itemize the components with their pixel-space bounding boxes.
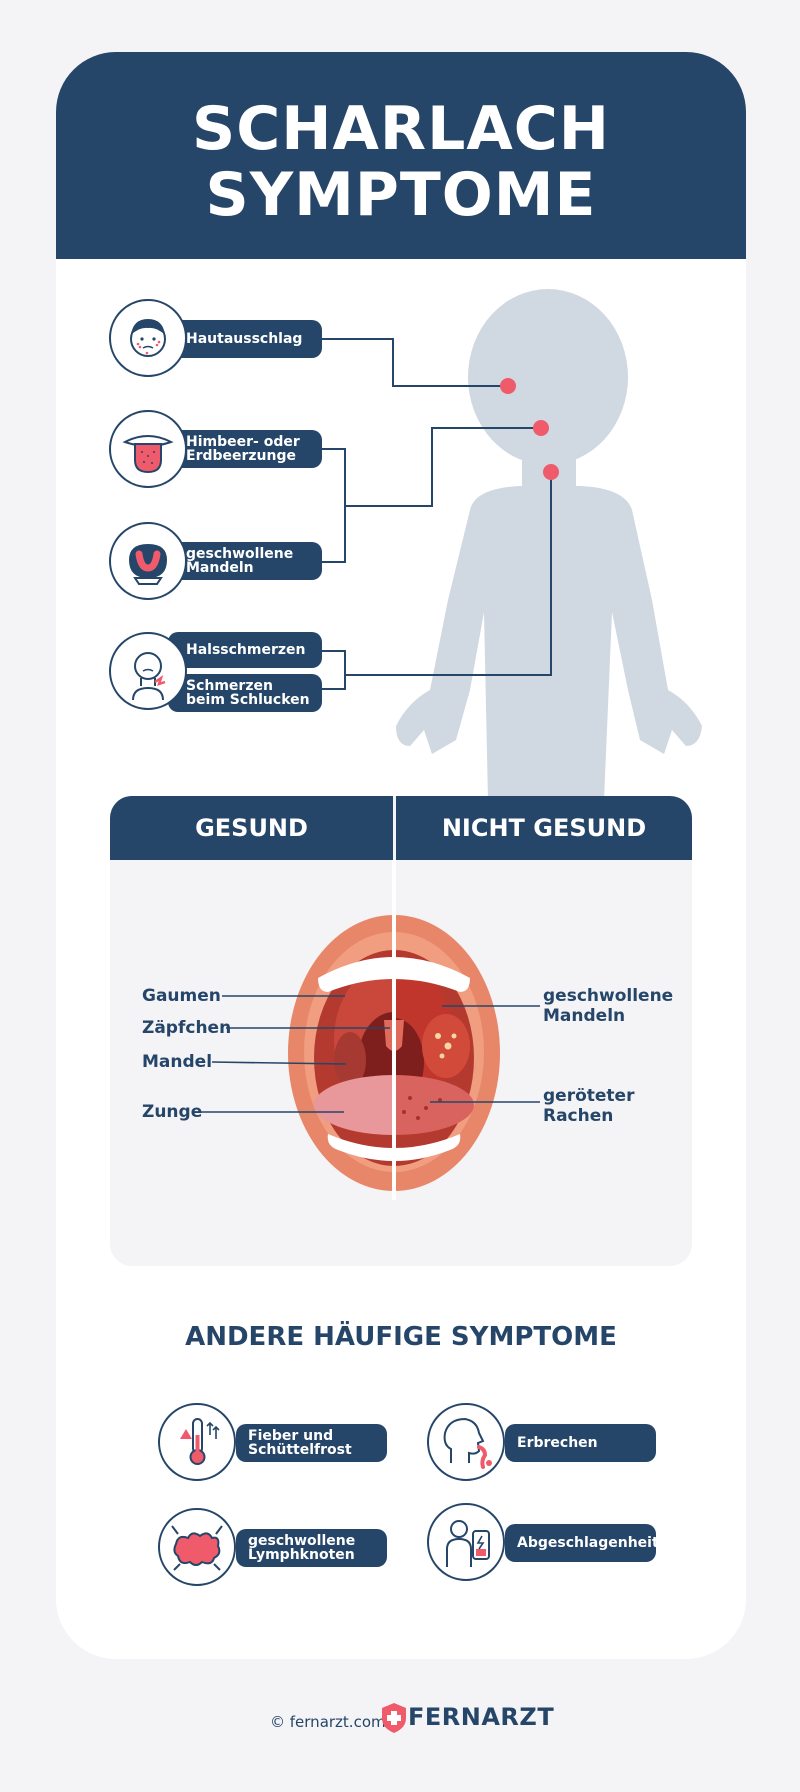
symptom-tonsils-line-1: geschwollene bbox=[186, 546, 294, 562]
footer-copyright: © fernarzt.com bbox=[270, 1713, 386, 1731]
healthy-header-label: GESUND bbox=[195, 814, 308, 842]
symptom-vomiting: Erbrechen bbox=[505, 1424, 656, 1462]
symptom-tonsils: geschwollene Mandeln bbox=[168, 542, 322, 580]
tongue-icon bbox=[109, 410, 187, 488]
tonsils-icon bbox=[109, 522, 187, 600]
title-line-2: SYMPTOME bbox=[205, 160, 597, 230]
symptom-throat-pain-label: Halsschmerzen bbox=[186, 642, 306, 658]
page-title: SCHARLACH SYMPTOME bbox=[56, 96, 746, 228]
symptom-swallow-line-1: Schmerzen bbox=[186, 678, 273, 694]
label-swollen-tonsils: geschwollene Mandeln bbox=[543, 986, 673, 1026]
title-line-1: SCHARLACH bbox=[191, 94, 610, 164]
symptom-lymph-line-2: Lymphknoten bbox=[248, 1547, 355, 1563]
symptom-fever-line-1: Fieber und bbox=[248, 1428, 334, 1444]
symptom-fever: Fieber und Schüttelfrost bbox=[236, 1424, 387, 1462]
label-red-throat: geröteter Rachen bbox=[543, 1086, 634, 1126]
symptom-swallow-line-2: beim Schlucken bbox=[186, 692, 310, 708]
lower-teeth bbox=[327, 1134, 461, 1161]
mouth-illustration bbox=[200, 860, 540, 1200]
symptom-fatigue-label: Abgeschlagenheit bbox=[517, 1535, 659, 1551]
symptom-swallow-pain: Schmerzen beim Schlucken bbox=[168, 674, 322, 712]
label-tongue: Zunge bbox=[142, 1102, 203, 1122]
unhealthy-header: NICHT GESUND bbox=[396, 796, 692, 860]
header-banner bbox=[56, 52, 746, 259]
mouth-leader-lines bbox=[200, 995, 540, 1113]
symptom-tonsils-line-2: Mandeln bbox=[186, 560, 254, 576]
marker-mouth bbox=[533, 420, 549, 436]
label-palate: Gaumen bbox=[142, 986, 221, 1006]
connector-lines bbox=[322, 338, 552, 690]
other-symptoms-heading: ANDERE HÄUFIGE SYMPTOME bbox=[185, 1322, 617, 1352]
unhealthy-header-label: NICHT GESUND bbox=[441, 814, 647, 842]
symptom-markers bbox=[500, 378, 559, 480]
sore-throat-icon bbox=[109, 632, 187, 710]
label-uvula: Zäpfchen bbox=[142, 1018, 232, 1038]
healthy-header: GESUND bbox=[110, 796, 393, 860]
comparison-divider bbox=[392, 860, 396, 1200]
vomiting-icon bbox=[427, 1403, 505, 1481]
symptom-throat-pain: Halsschmerzen bbox=[168, 632, 322, 668]
label-red-throat-line-2: Rachen bbox=[543, 1106, 614, 1126]
symptom-fever-line-2: Schüttelfrost bbox=[248, 1442, 352, 1458]
symptom-tongue: Himbeer- oder Erdbeerzunge bbox=[168, 430, 322, 468]
marker-skin bbox=[500, 378, 516, 394]
symptom-lymph-nodes: geschwollene Lymphknoten bbox=[236, 1529, 387, 1567]
label-swollen-tonsils-line-2: Mandeln bbox=[543, 1006, 626, 1026]
rash-face-icon bbox=[109, 299, 187, 377]
symptom-rash: Hautausschlag bbox=[168, 320, 322, 358]
symptom-tongue-line-1: Himbeer- oder bbox=[186, 434, 300, 450]
symptom-vomiting-label: Erbrechen bbox=[517, 1435, 598, 1451]
footer-brand[interactable]: FERNARZT bbox=[408, 1703, 555, 1731]
symptom-lymph-line-1: geschwollene bbox=[248, 1533, 356, 1549]
marker-throat bbox=[543, 464, 559, 480]
symptom-fatigue: Abgeschlagenheit bbox=[505, 1524, 659, 1562]
lymph-nodes-icon bbox=[158, 1508, 236, 1586]
fatigue-icon bbox=[427, 1503, 505, 1581]
thermometer-icon bbox=[158, 1403, 236, 1481]
shield-cross-icon bbox=[382, 1703, 406, 1733]
symptom-rash-label: Hautausschlag bbox=[186, 331, 303, 347]
label-red-throat-line-1: geröteter bbox=[543, 1086, 635, 1106]
symptom-diagram bbox=[322, 289, 702, 800]
symptom-tongue-line-2: Erdbeerzunge bbox=[186, 448, 297, 464]
label-tonsil: Mandel bbox=[142, 1052, 213, 1072]
label-swollen-tonsils-line-1: geschwollene bbox=[543, 986, 674, 1006]
